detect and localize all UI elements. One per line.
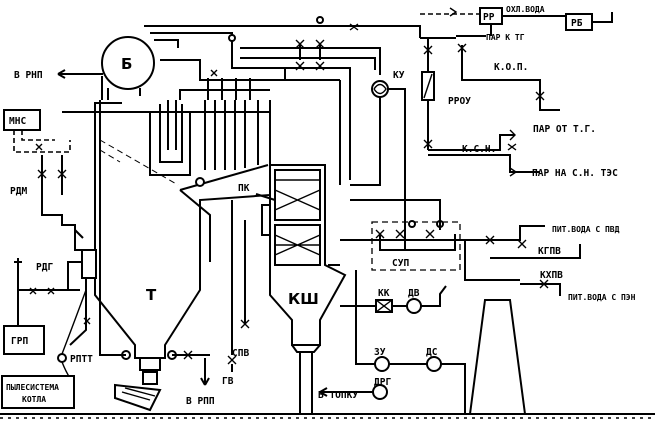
- kop-line: К.О.П.: [457, 43, 560, 111]
- kop-label: К.О.П.: [494, 62, 528, 73]
- kk-dv: КК ДВ: [328, 264, 447, 314]
- rnp-arrow: [57, 69, 66, 79]
- rrou: РРОУ ПАР ОТ Т.Г.: [421, 38, 596, 151]
- feedwater-pvd-label: ПИТ.ВОДА С ПВД: [552, 225, 620, 234]
- feedwater-pen-label: ПИТ.ВОДА С ПЭН: [568, 293, 636, 302]
- sup-label: СУП: [392, 258, 409, 269]
- dust-system-label-1: ПЫЛЕСИСТЕМА: [6, 383, 59, 392]
- steam-aux-label: ПАР НА С.Н. ТЭС: [532, 168, 618, 179]
- ash-hopper: В РПП: [114, 350, 215, 412]
- cooling-water-label: ОХЛ.ВОДА: [506, 5, 545, 14]
- kk-label: КК: [378, 288, 390, 299]
- drg-label: ДРГ: [374, 377, 391, 388]
- header-valves: [210, 16, 359, 77]
- to-firebox-label: В ТОПКУ: [318, 390, 358, 401]
- steam-to-tg-label: ПАР К ТГ: [486, 33, 525, 42]
- superheater-panels: [149, 78, 270, 176]
- rdg-label: РДГ: [36, 262, 53, 273]
- mns-block: МНС РДМ: [3, 109, 95, 251]
- rptt-dust: РПТТ ПЫЛЕСИСТЕМА КОТЛА: [1, 289, 93, 409]
- shaft-label: КШ: [288, 290, 319, 308]
- pk-label: ПК: [238, 183, 250, 194]
- grp-label: ГРП: [11, 336, 28, 347]
- to-rpp-label: В РПП: [186, 396, 215, 407]
- spv-label: СПВ: [232, 348, 249, 359]
- downcomers: [99, 100, 271, 356]
- dust-system-label-2: КОТЛА: [22, 395, 46, 404]
- rb-label: РБ: [571, 18, 583, 29]
- rr-label: РР: [483, 12, 495, 23]
- mns-label: МНС: [9, 116, 26, 127]
- chimney: [469, 299, 526, 415]
- kxpv-label: КХПВ: [540, 270, 563, 281]
- steam-from-tg-label: ПАР ОТ Т.Г.: [533, 124, 596, 135]
- dv-label: ДВ: [408, 288, 420, 299]
- drum: Б: [101, 25, 421, 100]
- kgpv-label: КГПВ: [538, 246, 561, 257]
- rdm-label: РДМ: [10, 186, 27, 197]
- gv-label: ГВ: [222, 376, 234, 387]
- gv-spv: СПВ ГВ: [195, 177, 250, 387]
- sup-block: СУП: [340, 220, 495, 271]
- zu-label: ЗУ: [374, 347, 386, 358]
- feedwater-lines: ПИТ.ВОДА С ПВД КГПВ КХПВ ПИТ.ВОДА С ПЭН: [350, 199, 636, 302]
- steam-headers: [160, 45, 381, 185]
- ds-label: ДС: [426, 347, 438, 358]
- rdg-grp: РДГ ГРП: [3, 249, 97, 355]
- to-rnp-label: В РНП: [14, 70, 43, 81]
- ksn-label: К.С.Н.: [462, 144, 496, 155]
- ku-label: КУ: [393, 70, 405, 81]
- pk-line: [255, 193, 276, 201]
- ground: [0, 413, 655, 419]
- zu-ds-drg: ЗУ ДС ДРГ В ТОПКУ: [318, 270, 466, 414]
- rrou-label: РРОУ: [448, 96, 471, 107]
- drum-label: Б: [121, 55, 132, 73]
- rr-rb-block: РР РБ ОХЛ.ВОДА ПАР К ТГ: [420, 5, 613, 42]
- ksn-line: К.С.Н. ПАР НА С.Н. ТЭС: [428, 143, 618, 179]
- furnace-label: Т: [146, 286, 157, 304]
- ku-unit: КУ: [345, 57, 406, 250]
- rptt-label: РПТТ: [70, 354, 93, 365]
- convective-shaft: КШ: [261, 164, 347, 414]
